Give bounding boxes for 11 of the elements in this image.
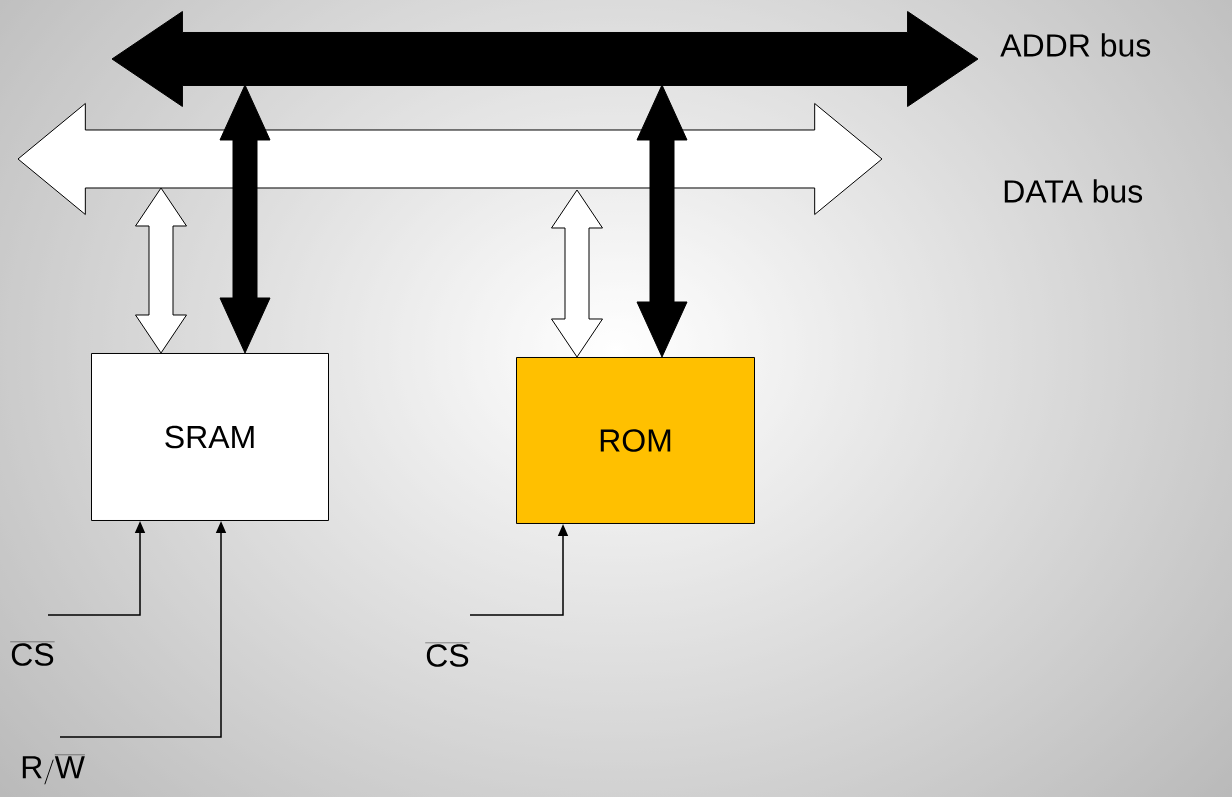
bus-label: DATA bus <box>1004 179 1143 203</box>
signal-label: $\overline{\mathsf{CS}}$ <box>425 642 470 667</box>
memory-box: SRAM <box>91 353 329 521</box>
signal-label: $\overline{\mathsf{CS}}$ <box>10 641 55 666</box>
signal-label: $\mathsf{R/}\overline{\mathsf{W}}$ <box>22 754 85 785</box>
bus-connector-arrow <box>135 187 187 354</box>
bus-connector-arrow <box>636 84 688 358</box>
bus-label: ADDR bus <box>1000 33 1151 57</box>
memory-box: ROM <box>516 357 755 524</box>
bus-connector-arrow <box>219 84 271 354</box>
bus-connector-arrow <box>551 189 603 358</box>
